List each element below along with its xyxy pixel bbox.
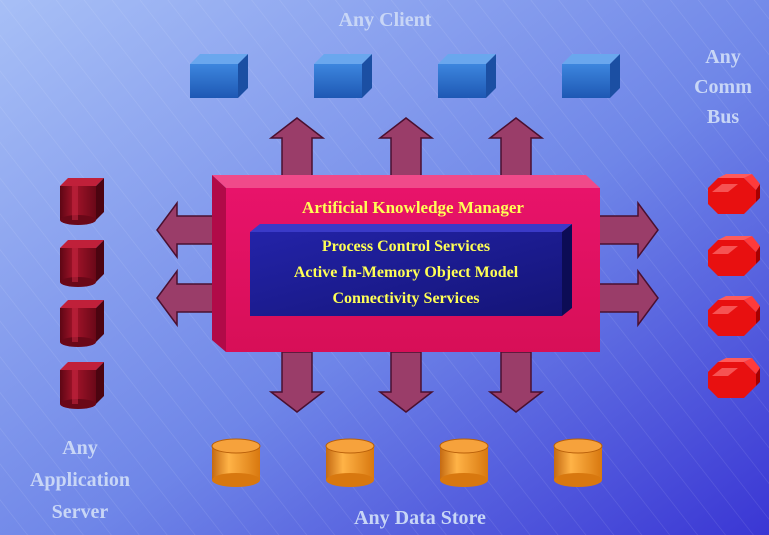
app-server-line-3: Server [51,501,109,523]
service-item: Connectivity Services [332,290,480,307]
any-client-label: Any Client [338,9,432,31]
manager-title: Artificial Knowledge Manager [302,198,524,217]
any-application-server-label: Any Application Server [4,432,156,528]
artificial-knowledge-manager-box [212,175,600,352]
data-store-cylinder-icon [211,438,261,488]
client-cube-icon [562,54,620,98]
server-cylinder-icon [60,362,104,409]
comm-bus-line-2: Comm [694,76,752,98]
data-store-cylinder-icon [439,438,489,488]
server-cylinder-icon [60,178,104,225]
comm-bus-line-3: Bus [706,106,740,128]
service-item: Active In-Memory Object Model [293,264,519,281]
comm-bus-line-1: Any [705,46,741,68]
server-cylinder-icon [60,300,104,347]
any-data-store-label: Any Data Store [354,507,486,529]
app-server-line-1: Any [62,437,98,459]
service-item: Process Control Services [321,238,491,255]
app-server-line-2: Application [29,469,131,491]
services-list: Process Control Services Active In-Memor… [250,232,562,316]
any-comm-bus-label: Any Comm Bus [684,42,762,132]
client-cube-icon [314,54,372,98]
data-store-cylinder-icon [325,438,375,488]
data-store-cylinder-icon [553,438,603,488]
server-cylinder-icon [60,240,104,287]
client-cube-icon [438,54,496,98]
client-cube-icon [190,54,248,98]
